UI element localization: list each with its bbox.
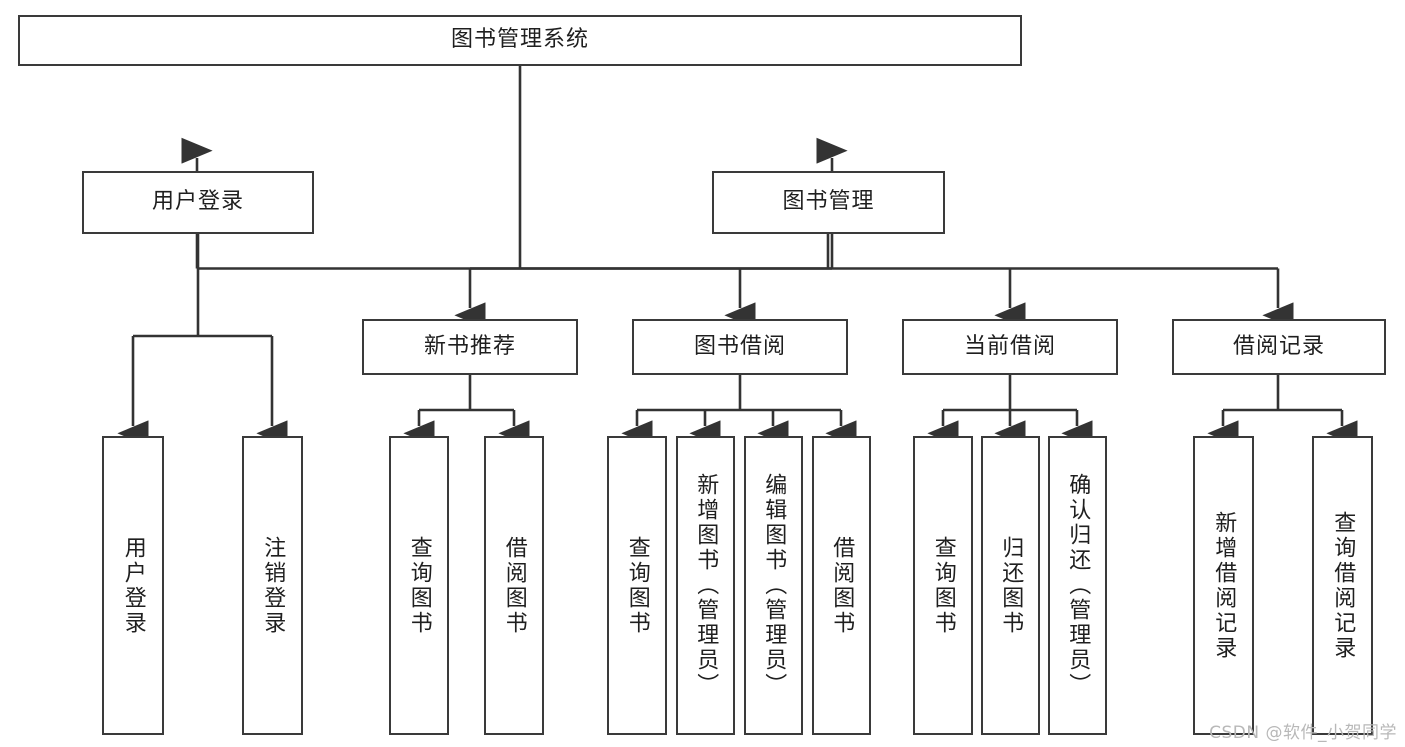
- node-leaf-query-book-2[interactable]: 查询图书: [607, 436, 667, 735]
- csdn-watermark: CSDN @软件_小贺同学: [1209, 723, 1397, 743]
- node-leaf-borrow-book-2[interactable]: 借阅图书: [812, 436, 871, 735]
- node-leaf-query-book-3-label: 查询图书: [930, 535, 956, 636]
- node-leaf-return-book[interactable]: 归还图书: [981, 436, 1040, 735]
- node-leaf-borrow-book-2-label: 借阅图书: [829, 535, 855, 636]
- node-leaf-user-login[interactable]: 用户登录: [102, 436, 164, 735]
- node-new-book-recommend-label: 新书推荐: [423, 333, 516, 359]
- node-book-borrow[interactable]: 图书借阅: [632, 319, 848, 375]
- node-book-borrow-label: 图书借阅: [693, 333, 786, 359]
- node-leaf-add-book[interactable]: 新增图书（管理员）: [676, 436, 735, 735]
- node-leaf-borrow-book-1[interactable]: 借阅图书: [484, 436, 544, 735]
- node-leaf-query-book-1-label: 查询图书: [406, 535, 432, 636]
- node-book-manage-label: 图书管理: [782, 189, 875, 215]
- node-leaf-user-login-label: 用户登录: [120, 535, 146, 636]
- node-leaf-add-book-label: 新增图书（管理员）: [693, 473, 719, 698]
- node-leaf-confirm-return[interactable]: 确认归还（管理员）: [1048, 436, 1107, 735]
- node-user-login[interactable]: 用户登录: [82, 171, 314, 234]
- node-leaf-add-record[interactable]: 新增借阅记录: [1193, 436, 1254, 735]
- node-leaf-edit-book[interactable]: 编辑图书（管理员）: [744, 436, 803, 735]
- node-leaf-return-book-label: 归还图书: [998, 535, 1024, 636]
- node-leaf-user-logout-label: 注销登录: [260, 535, 286, 636]
- node-current-borrow[interactable]: 当前借阅: [902, 319, 1118, 375]
- node-leaf-borrow-book-1-label: 借阅图书: [501, 535, 527, 636]
- node-leaf-add-record-label: 新增借阅记录: [1211, 510, 1237, 661]
- node-leaf-query-record[interactable]: 查询借阅记录: [1312, 436, 1373, 735]
- node-leaf-edit-book-label: 编辑图书（管理员）: [761, 473, 787, 698]
- node-root[interactable]: 图书管理系统: [18, 15, 1022, 66]
- node-leaf-user-logout[interactable]: 注销登录: [242, 436, 303, 735]
- node-leaf-query-book-3[interactable]: 查询图书: [913, 436, 973, 735]
- node-user-login-label: 用户登录: [151, 189, 244, 215]
- node-borrow-record[interactable]: 借阅记录: [1172, 319, 1386, 375]
- node-current-borrow-label: 当前借阅: [963, 333, 1056, 359]
- node-root-label: 图书管理系统: [450, 27, 589, 53]
- node-book-manage[interactable]: 图书管理: [712, 171, 945, 234]
- node-leaf-query-record-label: 查询借阅记录: [1330, 510, 1356, 661]
- node-leaf-confirm-return-label: 确认归还（管理员）: [1065, 473, 1091, 698]
- node-borrow-record-label: 借阅记录: [1232, 333, 1325, 359]
- node-leaf-query-book-2-label: 查询图书: [624, 535, 650, 636]
- node-leaf-query-book-1[interactable]: 查询图书: [389, 436, 449, 735]
- node-new-book-recommend[interactable]: 新书推荐: [362, 319, 578, 375]
